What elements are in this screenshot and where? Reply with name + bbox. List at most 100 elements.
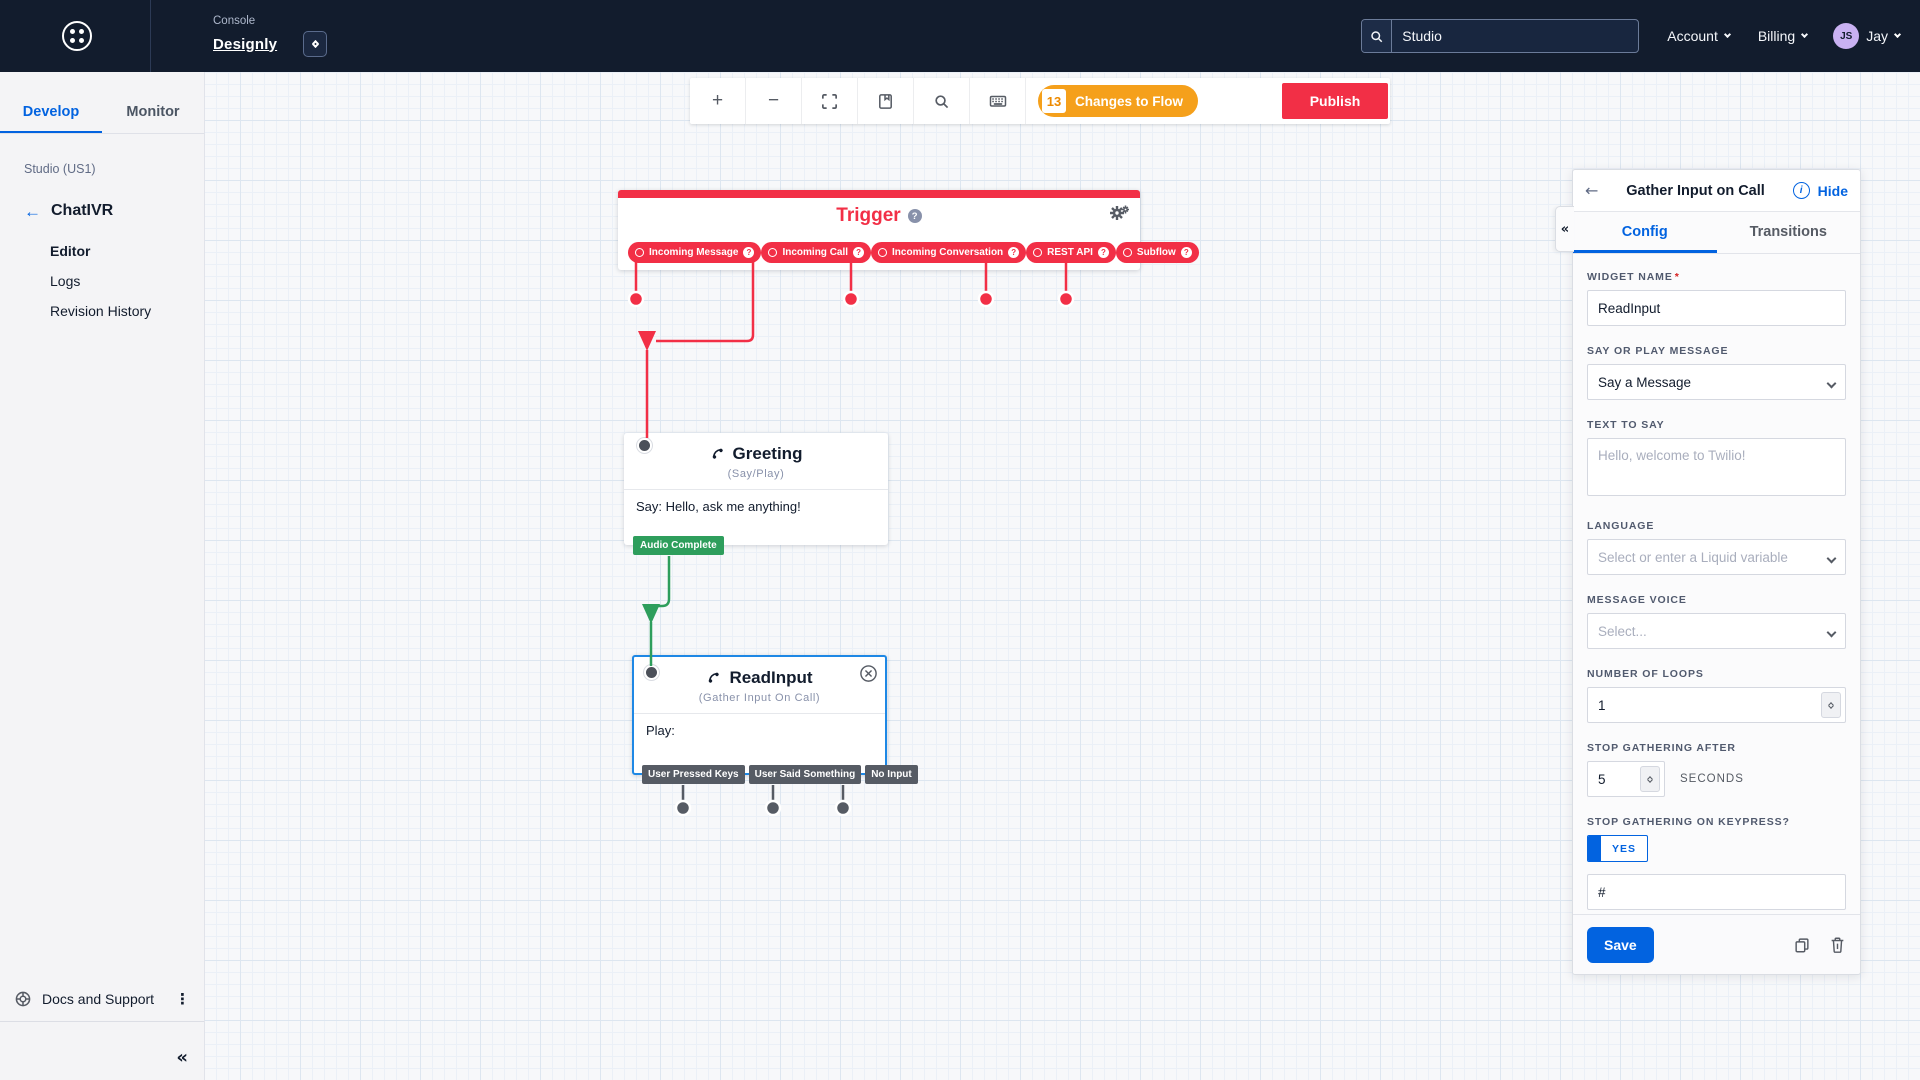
kebab-menu-icon[interactable]: ⋮ [175,989,190,1008]
panel-tabs: Config Transitions [1573,212,1860,254]
readinput-transitions: User Pressed Keys User Said Something No… [642,765,918,784]
pill-help-icon[interactable]: ? [853,247,865,258]
fit-to-screen-button[interactable] [802,78,858,124]
phone-icon [709,672,720,683]
panel-footer: Save [1573,914,1860,974]
number-of-loops-label: NUMBER OF LOOPS [1587,668,1704,680]
trigger-title: Trigger [836,205,901,226]
trigger-pill-incoming-conversation[interactable]: Incoming Conversation ? [871,242,1027,263]
global-search[interactable]: Studio [1361,19,1640,53]
number-of-loops-input[interactable] [1587,687,1846,723]
account-menu-label: Account [1667,28,1718,44]
flow-name: ChatIVR [51,202,114,219]
copy-icon [1795,937,1809,952]
keyboard-icon [989,95,1006,107]
text-to-say-textarea[interactable] [1587,438,1846,496]
tab-develop[interactable]: Develop [0,92,102,133]
hide-panel-link[interactable]: Hide [1817,182,1848,199]
readinput-title: ReadInput [729,668,813,687]
user-menu[interactable]: JS Jay [1833,23,1902,49]
trigger-pill-incoming-call[interactable]: Incoming Call ? [761,242,872,263]
sidebar-tabs: Develop Monitor [0,92,204,134]
tab-transitions[interactable]: Transitions [1749,224,1827,240]
docs-and-support[interactable]: Docs and Support ⋮ [0,976,204,1022]
billing-menu[interactable]: Billing [1757,28,1809,44]
delete-widget-button[interactable] [1829,936,1846,954]
keyboard-shortcuts-button[interactable] [970,78,1026,124]
seconds-unit-label: SECONDS [1680,773,1744,785]
close-circle-icon [860,665,877,682]
tab-config[interactable]: Config [1573,212,1717,253]
sidebar-item-revision-history[interactable]: Revision History [50,303,152,319]
number-stepper[interactable] [1821,692,1841,718]
sidebar-item-editor[interactable]: Editor [50,243,91,259]
docs-label: Docs and Support [42,990,155,1007]
account-name-link[interactable]: Designly [213,35,278,53]
account-switcher-button[interactable] [303,31,328,57]
transition-no-input[interactable]: No Input [865,765,918,784]
panel-collapse-handle[interactable]: « [1555,206,1574,252]
deselect-widget-button[interactable] [859,664,878,688]
gear-icon [1110,205,1129,220]
trigger-pill-incoming-message[interactable]: Incoming Message ? [628,242,762,263]
info-icon[interactable]: i [1792,182,1810,199]
zoom-out-button[interactable]: − [746,78,802,124]
transition-user-said-something[interactable]: User Said Something [748,765,862,784]
greeting-widget[interactable]: Greeting (Say/Play) Say: Hello, ask me a… [624,433,888,555]
language-select[interactable]: Select or enter a Liquid variable [1587,539,1846,575]
say-or-play-select[interactable]: Say a Message [1587,364,1846,400]
chevron-down-icon [1893,30,1902,39]
publish-button[interactable]: Publish [1282,83,1388,119]
trigger-topbar [618,190,1140,198]
twilio-logo-icon[interactable] [62,21,92,51]
flow-breadcrumb: ← ChatIVR [24,202,204,220]
connector-ring-icon [635,248,644,257]
panel-back-button[interactable]: ← [1585,181,1599,200]
chevron-down-icon [1801,30,1809,39]
select-value: Say a Message [1598,374,1692,390]
readinput-body-text: Play: [646,723,675,738]
changes-to-flow-badge[interactable]: 13 Changes to Flow [1038,85,1198,117]
panel-title: Gather Input on Call [1626,182,1765,199]
toggle-value: YES [1612,843,1637,855]
pill-help-icon[interactable]: ? [1097,247,1109,258]
search-canvas-button[interactable] [914,78,970,124]
tab-monitor[interactable]: Monitor [126,104,180,120]
zoom-in-button[interactable]: + [690,78,746,124]
trigger-settings-button[interactable] [1108,204,1130,229]
input-connector-dot[interactable] [637,438,652,453]
sidebar-item-logs[interactable]: Logs [50,273,81,289]
readinput-widget[interactable]: ReadInput (Gather Input On Call) Play: U… [632,655,918,784]
pill-label: REST API [1047,247,1093,258]
number-stepper[interactable] [1640,766,1660,792]
sidebar-collapse-button[interactable]: « [176,1047,188,1068]
widget-name-input[interactable] [1587,290,1846,326]
trigger-help-icon[interactable]: ? [907,209,922,223]
pill-label: Incoming Conversation [892,247,1004,258]
audio-complete-transition-badge[interactable]: Audio Complete [633,536,724,555]
message-voice-label: MESSAGE VOICE [1587,594,1687,606]
keypress-key-input[interactable] [1587,874,1846,910]
stop-on-keypress-toggle[interactable]: YES [1587,835,1649,862]
transition-user-pressed-keys[interactable]: User Pressed Keys [642,765,745,784]
changes-label: Changes to Flow [1075,93,1183,109]
input-connector-dot[interactable] [644,665,659,680]
pill-help-icon[interactable]: ? [1180,247,1192,258]
save-button[interactable]: Save [1587,926,1654,963]
copy-widget-button[interactable] [1793,936,1811,954]
trigger-pill-subflow[interactable]: Subflow ? [1115,242,1199,263]
text-to-say-label: TEXT TO SAY [1587,419,1665,431]
back-arrow-icon[interactable]: ← [24,201,41,221]
billing-menu-label: Billing [1757,28,1796,44]
account-menu[interactable]: Account [1667,28,1731,44]
left-sidebar: Develop Monitor Studio (US1) ← ChatIVR E… [0,72,205,1080]
notes-button[interactable] [858,78,914,124]
message-voice-select[interactable]: Select... [1587,613,1846,649]
pill-help-icon[interactable]: ? [1008,247,1020,258]
pill-help-icon[interactable]: ? [743,247,755,258]
divider [634,713,885,714]
trigger-widget[interactable]: Trigger ? [618,190,1199,270]
greeting-body-text: Say: Hello, ask me anything! [636,499,801,514]
trigger-pill-rest-api[interactable]: REST API ? [1026,242,1116,263]
